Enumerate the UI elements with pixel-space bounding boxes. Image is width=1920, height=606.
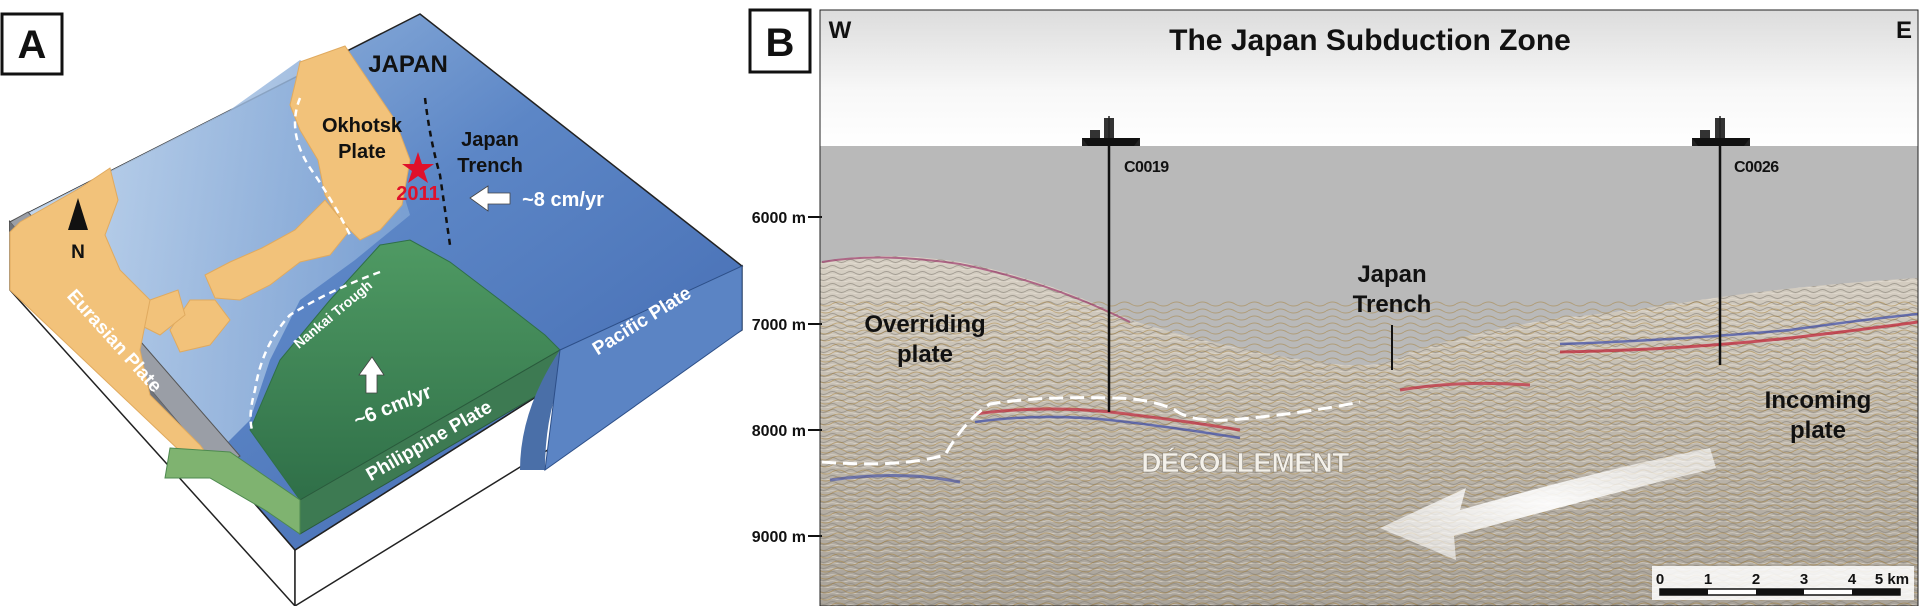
- land-asia-mainland: [9, 167, 216, 471]
- panel-b-title: The Japan Subduction Zone: [1169, 24, 1571, 57]
- panel-b-frame: [819, 9, 1919, 606]
- reflector-trench-red: [1399, 381, 1531, 392]
- pacific-plate-slab: [520, 350, 560, 470]
- scale-tick-3: 3: [1800, 571, 1808, 588]
- scale-bar: [1652, 566, 1914, 600]
- scale-tick-1: 1: [1704, 571, 1712, 588]
- japan-trench-dashed: [423, 97, 452, 246]
- site-c0026-label: C0026: [1734, 159, 1779, 176]
- scale-tick-4: 4: [1848, 571, 1857, 588]
- header-band: [820, 10, 1918, 146]
- site-c0019-label: C0019: [1124, 159, 1169, 176]
- east-label: E: [1896, 17, 1912, 44]
- overriding-plate-label-line1: Overriding: [864, 311, 985, 338]
- okhotsk-plate-label-line1: Okhotsk: [322, 115, 403, 137]
- panel-a-letter: A: [18, 23, 47, 67]
- panel-b-seismic-section: [808, 9, 1919, 606]
- pacific-rate-label: ~8 cm/yr: [522, 189, 604, 211]
- seismic-texture-amber: [820, 300, 1918, 606]
- depth-label-8000: 8000 m: [752, 423, 806, 440]
- incoming-plate-label-line1: Incoming: [1765, 387, 1872, 414]
- depth-label-7000: 7000 m: [752, 317, 806, 334]
- depth-label-6000: 6000 m: [752, 210, 806, 227]
- panel-a-letter-box: [0, 12, 64, 76]
- west-label: W: [829, 17, 852, 44]
- scale-tick-0: 0: [1656, 571, 1664, 588]
- scale-tick-5km: 5 km: [1875, 571, 1909, 588]
- drillship-c0019-icon: [1082, 116, 1140, 412]
- overriding-plate-label-line2: plate: [897, 341, 953, 368]
- depth-label-9000: 9000 m: [752, 529, 806, 546]
- scale-tick-2: 2: [1752, 571, 1760, 588]
- panel-a-block-diagram: [8, 13, 744, 606]
- reflector-overriding-top: [821, 256, 1131, 323]
- north-label: N: [71, 242, 85, 263]
- decollement-label: DÉCOLLEMENT: [1141, 447, 1349, 478]
- japan-label: JAPAN: [368, 51, 448, 78]
- japan-trench-a-label-line2: Trench: [457, 155, 523, 177]
- philippine-plate-tab: [164, 447, 301, 535]
- incoming-plate-motion-arrow-icon: [1380, 448, 1716, 560]
- okhotsk-plate-label-line2: Plate: [338, 141, 386, 163]
- land-japan: [139, 45, 411, 353]
- drillship-c0026-icon: [1692, 116, 1750, 365]
- reflector-incoming-blue: [1559, 312, 1919, 346]
- north-arrow-icon: [68, 198, 88, 230]
- panel-b-letter-box: [748, 8, 812, 74]
- earthquake-year-label: 2011: [396, 183, 439, 205]
- reflector-incoming-red: [1559, 320, 1919, 354]
- pacific-motion-arrow-icon: [469, 185, 511, 212]
- philippine-motion-arrow-icon: [358, 356, 385, 394]
- incoming-plate-label-line2: plate: [1790, 417, 1846, 444]
- pacific-plate-side: [544, 265, 743, 472]
- reflector-wedge-blue: [974, 415, 1241, 440]
- decollement-dashed-line: [821, 396, 1361, 466]
- japan-trench-b-label-line1: Japan: [1357, 261, 1426, 288]
- japan-trench-a-label-line1: Japan: [461, 129, 519, 151]
- reflector-deep-blue: [829, 473, 961, 484]
- earthquake-star-icon: [402, 152, 434, 183]
- panel-b-letter: B: [766, 21, 795, 65]
- japan-trench-b-label-line2: Trench: [1353, 291, 1432, 318]
